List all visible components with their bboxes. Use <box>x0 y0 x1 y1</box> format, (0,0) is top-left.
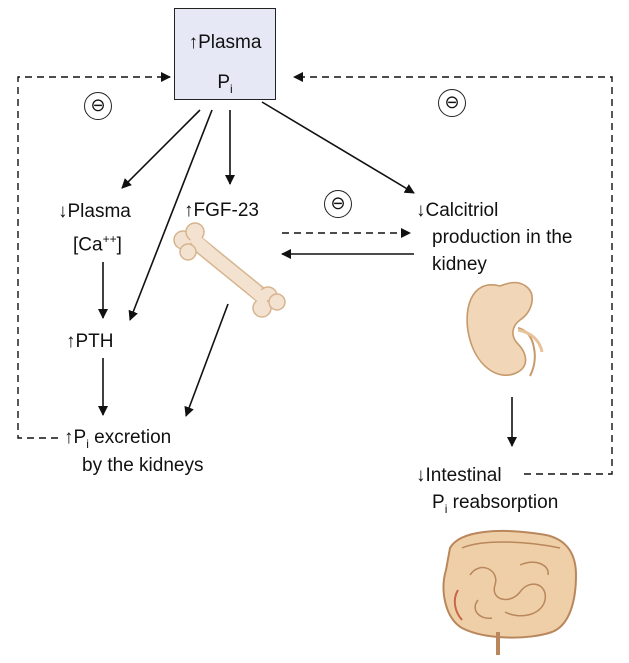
arrow-pi-to-calcitriol <box>261 101 415 194</box>
inhibit-symbol-right: ⊖ <box>438 89 466 117</box>
plasma-ca-value: [Ca++] <box>73 232 122 256</box>
arrow-pi-to-ca <box>121 109 201 189</box>
fgf23-label: ↑FGF-23 <box>184 200 259 221</box>
pi-excretion-label: ↑Pi excretion <box>64 427 172 451</box>
plasma-ca-label: ↓Plasma <box>58 201 131 222</box>
plasma-pi-box: ↑Plasma Pi <box>174 8 276 100</box>
intestine-icon <box>442 530 578 655</box>
kidney-icon <box>466 281 544 377</box>
arrow-bone-to-excretion <box>184 303 229 417</box>
intestinal-line2: Pi reabsorption <box>432 492 559 516</box>
inhibit-symbol-left: ⊖ <box>84 92 112 120</box>
bone-icon <box>173 222 286 318</box>
calcitriol-line3: kidney <box>432 254 487 275</box>
arrow-pi-to-pth <box>128 109 213 321</box>
arrow-up-glyph: ↑ <box>188 32 199 53</box>
pth-label: ↑PTH <box>66 331 114 352</box>
arrow-down-glyph: ↓ <box>58 201 68 222</box>
inhibit-symbol-middle: ⊖ <box>324 190 352 218</box>
dashed-feedback-left <box>17 72 171 439</box>
plasma-pi-line1: Plasma <box>198 32 262 53</box>
intestinal-label: ↓Intestinal <box>416 465 502 486</box>
plasma-pi-p: P <box>217 72 230 93</box>
pi-excretion-line2: by the kidneys <box>82 455 204 476</box>
calcitriol-line2: production in the <box>432 227 573 248</box>
calcitriol-label: ↓Calcitriol <box>416 200 499 221</box>
plasma-pi-sub-i: i <box>230 81 233 96</box>
